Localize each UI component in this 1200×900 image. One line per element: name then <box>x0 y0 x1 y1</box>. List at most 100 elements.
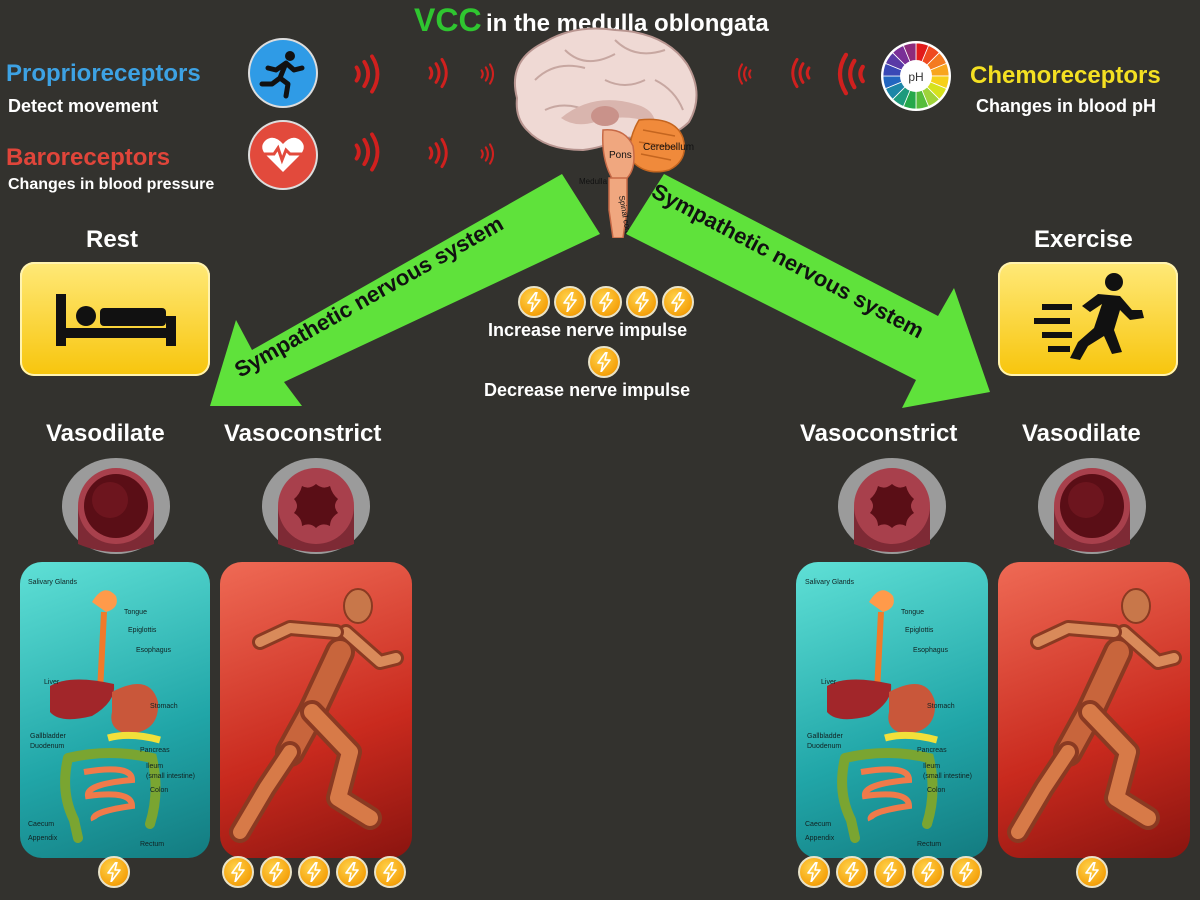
digestive-label: Stomach <box>150 703 178 710</box>
digestive-label: Colon <box>927 787 945 794</box>
digestive-label: Duodenum <box>807 743 841 750</box>
digestive-label: Caecum <box>28 821 54 828</box>
impulse-left-muscle <box>222 856 412 890</box>
impulse-right-muscle <box>1076 856 1116 890</box>
baroreceptors-desc: Changes in blood pressure <box>8 176 215 193</box>
signal-wave-icon <box>425 56 459 90</box>
digestive-label: Duodenum <box>30 743 64 750</box>
runner-icon <box>250 40 316 106</box>
heart-rate-icon <box>250 122 316 188</box>
digestive-label: Epiglottis <box>905 627 934 634</box>
sympathetic-arrow-left: Sympathetic nervous system <box>210 174 600 406</box>
chemoreceptors-desc: Changes in blood pH <box>976 96 1156 116</box>
bed-icon <box>56 294 176 346</box>
digestive-label: Esophagus <box>913 647 949 654</box>
sympathetic-arrow-right: Sympathetic nervous system <box>626 174 990 408</box>
lightning-bolt-icon <box>836 856 868 888</box>
signal-wave-icon <box>780 56 814 90</box>
signal-wave-icon <box>478 62 502 86</box>
increase-label: Increase nerve impulse <box>488 320 688 340</box>
signal-wave-icon <box>730 62 754 86</box>
signal-wave-icon <box>350 52 394 96</box>
signal-wave-icon <box>350 130 394 174</box>
ph-wheel-icon: pH <box>880 40 952 112</box>
digestive-label: Appendix <box>805 835 835 842</box>
blood-vessel-icon <box>60 456 172 556</box>
digestive-label: Stomach <box>927 703 955 710</box>
diagram-title: VCC in the medulla oblongata <box>414 2 769 39</box>
digestive-system-illustration: Salivary GlandsTongueEpiglottisEsophagus… <box>805 579 972 848</box>
digestive-label: Tongue <box>901 609 924 616</box>
pons-label: Pons <box>609 150 632 161</box>
lightning-bolt-icon <box>98 856 130 888</box>
digestive-label: (small intestine) <box>146 773 195 780</box>
lightning-bolt-icon <box>912 856 944 888</box>
lightning-bolt-icon <box>950 856 982 888</box>
digestive-label: Liver <box>44 679 60 686</box>
digestive-label: Caecum <box>805 821 831 828</box>
decrease-label: Decrease nerve impulse <box>484 380 691 400</box>
digestive-label: Rectum <box>917 841 941 848</box>
medulla-label: Medulla <box>579 177 608 186</box>
digestive-label: Ileum <box>923 763 940 770</box>
digestive-label: Esophagus <box>136 647 172 654</box>
digestive-label: Pancreas <box>917 747 947 754</box>
lightning-bolt-icon <box>554 286 586 318</box>
baroreceptors-title: Baroreceptors <box>6 144 171 171</box>
digestive-label: Appendix <box>28 835 58 842</box>
lightning-bolt-icon <box>1076 856 1108 888</box>
lightning-bolt-icon <box>298 856 330 888</box>
proprioreceptors-desc: Detect movement <box>8 96 159 116</box>
vasoconstrict-label-left: Vasoconstrict <box>224 420 382 447</box>
digestive-label: Gallbladder <box>30 733 66 740</box>
digestive-label: Salivary Glands <box>28 579 78 586</box>
lightning-bolt-icon <box>374 856 406 888</box>
running-person-icon <box>1034 273 1144 360</box>
digestive-label: Tongue <box>124 609 147 616</box>
blood-vessel-icon <box>260 456 372 556</box>
impulse-left-digestive <box>98 856 138 890</box>
vasoconstrict-label-right: Vasoconstrict <box>800 420 958 447</box>
digestive-label: Rectum <box>140 841 164 848</box>
exercise-icon-box <box>998 262 1178 376</box>
digestive-label: Pancreas <box>140 747 170 754</box>
lightning-bolt-icon <box>626 286 658 318</box>
lightning-bolt-icon <box>874 856 906 888</box>
lightning-bolt-icon <box>590 286 622 318</box>
muscle-card-right <box>998 562 1190 858</box>
signal-wave-icon <box>822 50 870 98</box>
muscle-runner-illustration <box>1007 588 1182 843</box>
lightning-bolt-icon <box>662 286 694 318</box>
decrease-bolts <box>588 346 622 380</box>
exercise-label: Exercise <box>1034 226 1133 253</box>
lightning-bolt-icon <box>222 856 254 888</box>
ph-label: pH <box>908 70 923 84</box>
brain-illustration: Pons Cerebellum Medulla Spinal cord <box>505 20 705 239</box>
signal-wave-icon <box>425 136 459 170</box>
increase-bolts <box>518 286 698 320</box>
lightning-bolt-icon <box>588 346 620 378</box>
digestive-label: Liver <box>821 679 837 686</box>
digestive-label: Epiglottis <box>128 627 157 634</box>
muscle-runner-illustration <box>229 588 404 843</box>
vcc-label: VCC <box>414 2 482 38</box>
signal-wave-icon <box>478 142 502 166</box>
vasodilate-label-left: Vasodilate <box>46 420 165 447</box>
lightning-bolt-icon <box>798 856 830 888</box>
vasodilate-label-right: Vasodilate <box>1022 420 1141 447</box>
lightning-bolt-icon <box>336 856 368 888</box>
proprioreceptors-title: Proprioreceptors <box>6 60 201 87</box>
digestive-label: Colon <box>150 787 168 794</box>
digestive-label: (small intestine) <box>923 773 972 780</box>
muscle-card-left <box>220 562 412 858</box>
rest-label: Rest <box>86 226 139 253</box>
impulse-right-digestive <box>798 856 988 890</box>
blood-vessel-icon <box>836 456 948 556</box>
digestive-label: Ileum <box>146 763 163 770</box>
digestive-system-illustration: Salivary GlandsTongueEpiglottisEsophagus… <box>28 579 195 848</box>
digestive-label: Gallbladder <box>807 733 843 740</box>
rest-icon-box <box>20 262 210 376</box>
chemoreceptors-title: Chemoreceptors <box>970 62 1161 89</box>
